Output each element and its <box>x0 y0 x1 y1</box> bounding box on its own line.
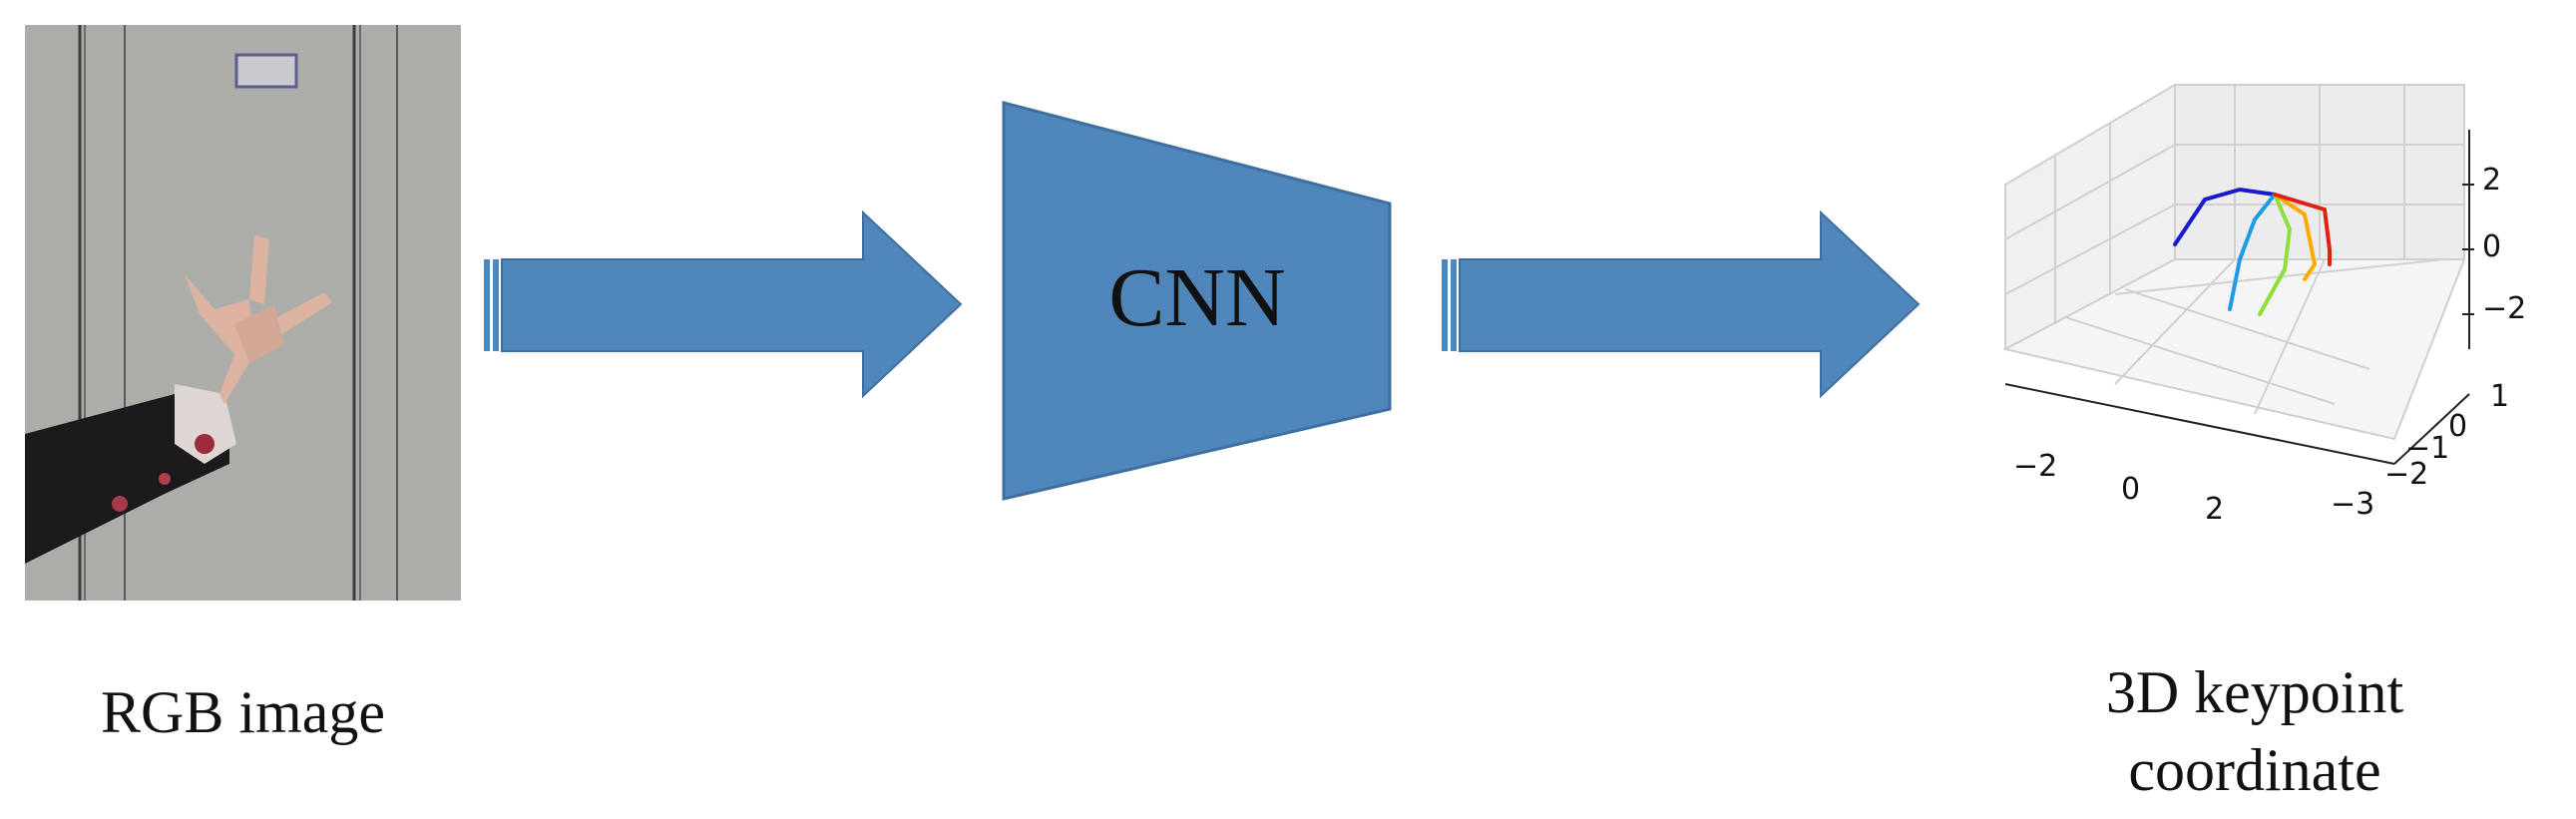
y-tick: 0 <box>2448 409 2468 444</box>
z-tick: 2 <box>2482 163 2502 198</box>
3d-keypoint-plot <box>2002 83 2474 465</box>
z-tick: 0 <box>2482 229 2502 264</box>
y-tick: 1 <box>2490 379 2510 414</box>
x-tick: −2 <box>2013 449 2058 484</box>
rgb-image-caption: RGB image <box>101 679 385 745</box>
x-tick: 0 <box>2121 472 2141 507</box>
output-arrow <box>1442 209 1921 399</box>
x-tick: 2 <box>2205 492 2225 527</box>
input-arrow <box>484 209 963 399</box>
y-tick: −2 <box>2384 457 2429 492</box>
3d-keypoint-caption: 3D keypoint coordinate <box>2105 659 2404 803</box>
rgb-input-image <box>25 25 461 601</box>
cnn-block <box>1002 101 1392 501</box>
y-tick: −3 <box>2331 487 2375 522</box>
y-tick: −1 <box>2405 431 2450 466</box>
cnn-label: CNN <box>1108 251 1286 344</box>
z-tick: −2 <box>2482 291 2527 326</box>
